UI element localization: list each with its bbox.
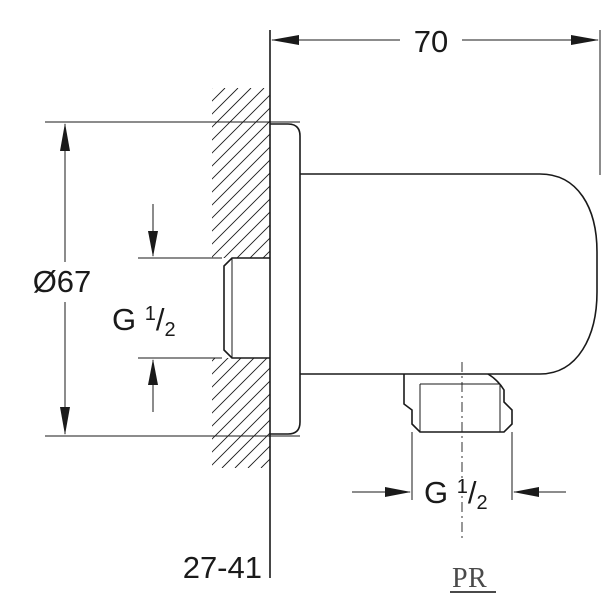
hatch-line	[212, 393, 270, 453]
hatch-line	[212, 302, 270, 362]
svg-text:R: R	[468, 563, 487, 594]
hatch-line	[212, 354, 270, 414]
hatch-line	[212, 107, 270, 167]
dimension-outlet-thread: G 1/2	[352, 432, 566, 514]
dimension-label-wall-thread: G 1/2	[112, 302, 176, 341]
hatch-line	[212, 289, 270, 349]
wall-section	[212, 30, 271, 578]
hatch-line	[212, 146, 270, 206]
hose-outlet	[403, 373, 513, 433]
hatch-line	[212, 315, 270, 375]
hatch-line	[212, 133, 270, 193]
dimension-label-wall-depth: 27-41	[183, 550, 262, 585]
dimension-overall-length: 70	[271, 24, 601, 175]
dimension-label-diameter: Ø67	[33, 264, 92, 299]
hatch-line	[260, 458, 270, 468]
flange	[270, 123, 301, 435]
dimension-wall-thread: G 1/2	[112, 204, 222, 412]
hatch-line	[234, 432, 270, 468]
hatch-line	[212, 367, 270, 427]
dimension-label-length: 70	[414, 24, 448, 59]
svg-text:P: P	[452, 563, 467, 594]
hatch-line	[212, 328, 270, 388]
dimension-diameter: Ø67	[33, 121, 300, 437]
hatch-line	[212, 120, 270, 180]
hatch-line	[212, 341, 270, 401]
wall-hatching	[212, 88, 270, 468]
hatch-line	[212, 380, 270, 440]
wall-thread-connector	[223, 257, 270, 359]
logo-mark: P R	[450, 563, 496, 594]
hatch-line	[212, 94, 270, 154]
hatch-line	[247, 445, 270, 468]
dimension-label-outlet-thread: G 1/2	[424, 475, 488, 514]
elbow-body	[300, 173, 598, 375]
